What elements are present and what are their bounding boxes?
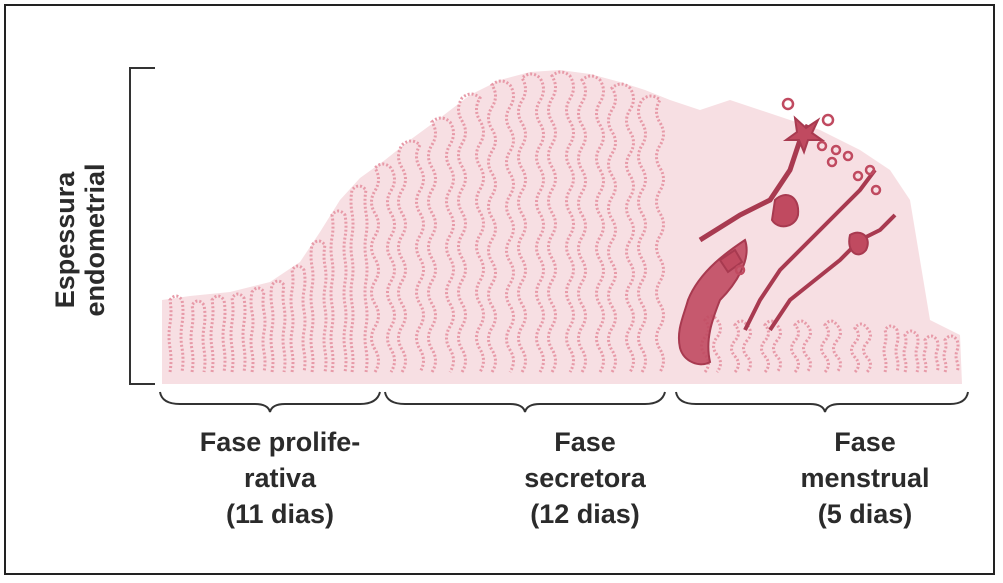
phase-label-menstrual: Fase menstrual (5 dias) xyxy=(760,424,970,532)
phase-label-proliferative: Fase prolife- rativa (11 dias) xyxy=(160,424,400,532)
phase-name-cont: menstrual xyxy=(760,460,970,496)
phase-name: Fase xyxy=(760,424,970,460)
thickness-axis-label: Espessura endometrial xyxy=(20,120,140,360)
endometrium-tissue xyxy=(162,70,962,384)
phase-label-secretory: Fase secretora (12 dias) xyxy=(455,424,715,532)
phase-name-cont: rativa xyxy=(160,460,400,496)
brace-menstrual xyxy=(676,392,968,412)
phase-duration: (5 dias) xyxy=(760,496,970,532)
phase-duration: (11 dias) xyxy=(160,496,400,532)
brace-secretory xyxy=(385,392,665,412)
axis-label-line1: Espessura xyxy=(50,163,80,316)
phase-name-cont: secretora xyxy=(455,460,715,496)
axis-label-line2: endometrial xyxy=(80,163,110,316)
phase-braces xyxy=(160,392,968,412)
phase-name: Fase prolife- xyxy=(160,424,400,460)
phase-duration: (12 dias) xyxy=(455,496,715,532)
phase-name: Fase xyxy=(455,424,715,460)
brace-proliferative xyxy=(160,392,380,412)
